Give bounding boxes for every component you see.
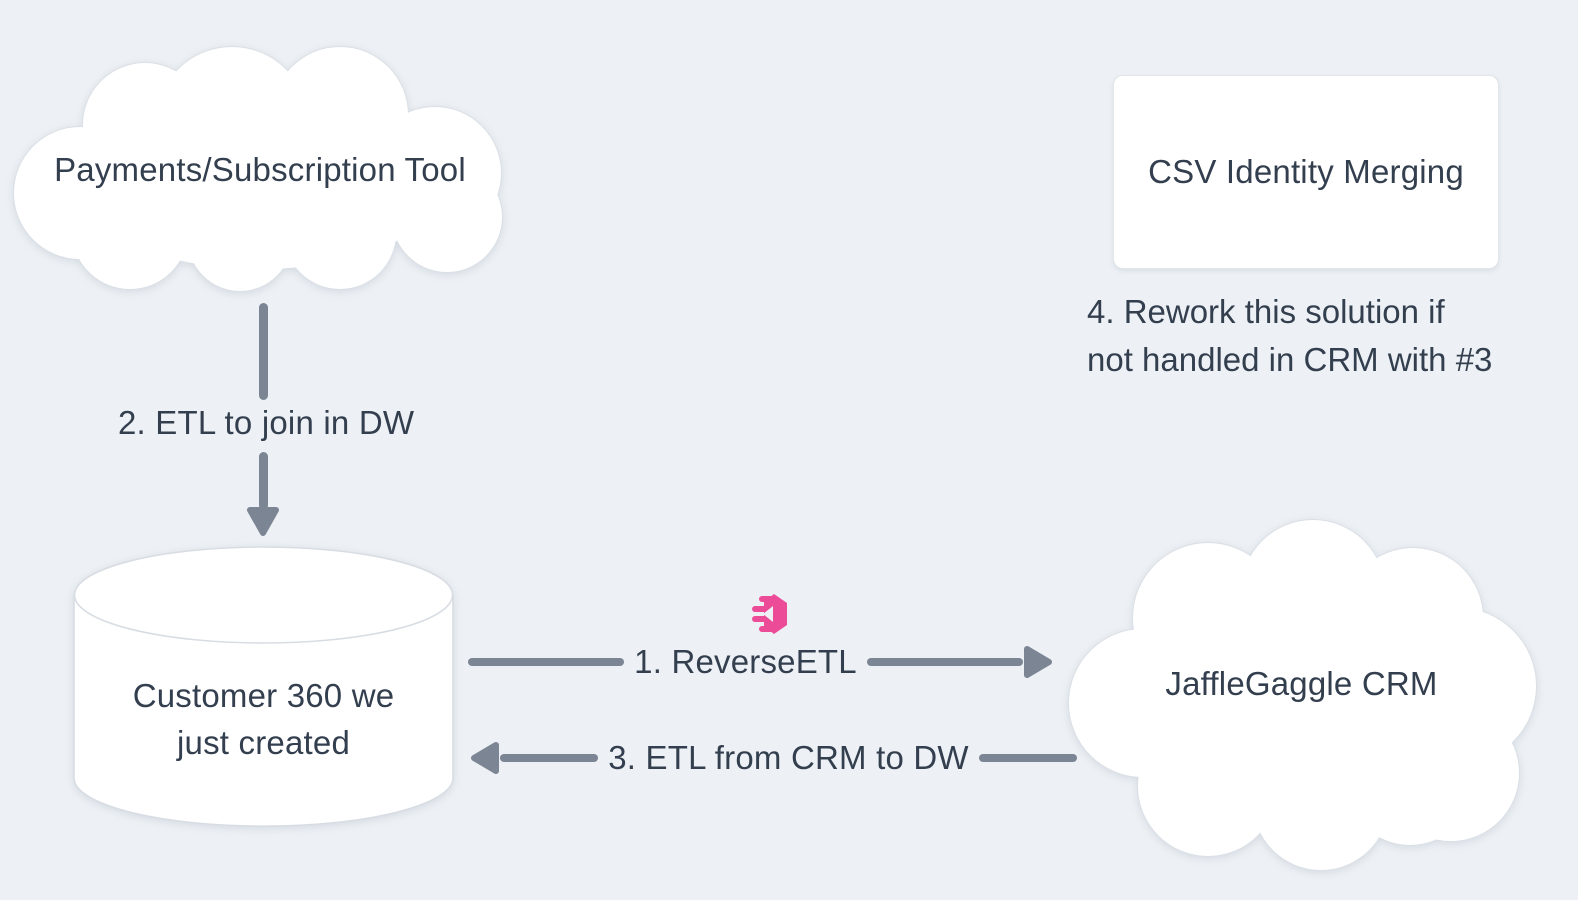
cloud-shape-icon — [1068, 519, 1537, 871]
edge-reverse-etl-line-left — [468, 658, 625, 666]
edge-reverse-etl: 1. ReverseETL — [468, 637, 1053, 687]
arrowhead-down-icon — [247, 507, 279, 536]
edge-etl-from-crm-line-right — [978, 754, 1078, 762]
hightouch-logo-icon — [752, 594, 787, 634]
edge-etl-join-line-top — [259, 303, 268, 400]
payments-cloud-label: Payments/Subscription Tool — [54, 150, 466, 188]
customer360-label-line1: Customer 360 we — [132, 677, 395, 715]
edge-etl-join-label-wrap: 2. ETL to join in DW — [118, 400, 414, 446]
edge-reverse-etl-label: 1. ReverseETL — [634, 643, 857, 680]
edge-reverse-etl-line-right — [866, 658, 1024, 666]
crm-cloud-label: JaffleGaggle CRM — [1165, 665, 1438, 703]
node-csv-merge-box: CSV Identity Merging — [1113, 75, 1499, 269]
database-cylinder-icon — [73, 546, 454, 827]
node-payments-cloud: Payments/Subscription Tool — [10, 45, 510, 295]
edge-etl-from-crm-label: 3. ETL from CRM to DW — [608, 739, 969, 776]
node-crm-cloud: JaffleGaggle CRM — [1058, 518, 1545, 875]
edge-etl-from-crm-line-left — [500, 754, 599, 762]
csv-merge-label: CSV Identity Merging — [1148, 152, 1464, 190]
note-rework-line2: not handled in CRM with #3 — [1087, 341, 1493, 378]
customer360-label-line2: just created — [177, 724, 350, 761]
note-rework-line1: 4. Rework this solution if — [1087, 293, 1445, 330]
node-customer360-cylinder: Customer 360 we just created — [72, 545, 455, 828]
arrowhead-right-icon — [1024, 646, 1053, 678]
edge-etl-join-label: 2. ETL to join in DW — [118, 404, 415, 441]
edge-etl-join-line-bottom — [259, 452, 268, 510]
arrowhead-left-icon — [471, 742, 499, 774]
edge-etl-from-crm: 3. ETL from CRM to DW — [470, 733, 1078, 783]
cloud-shape-icon — [13, 46, 503, 292]
note-rework: 4. Rework this solution if not handled i… — [1087, 288, 1492, 384]
customer360-label: Customer 360 we just created — [133, 673, 395, 767]
